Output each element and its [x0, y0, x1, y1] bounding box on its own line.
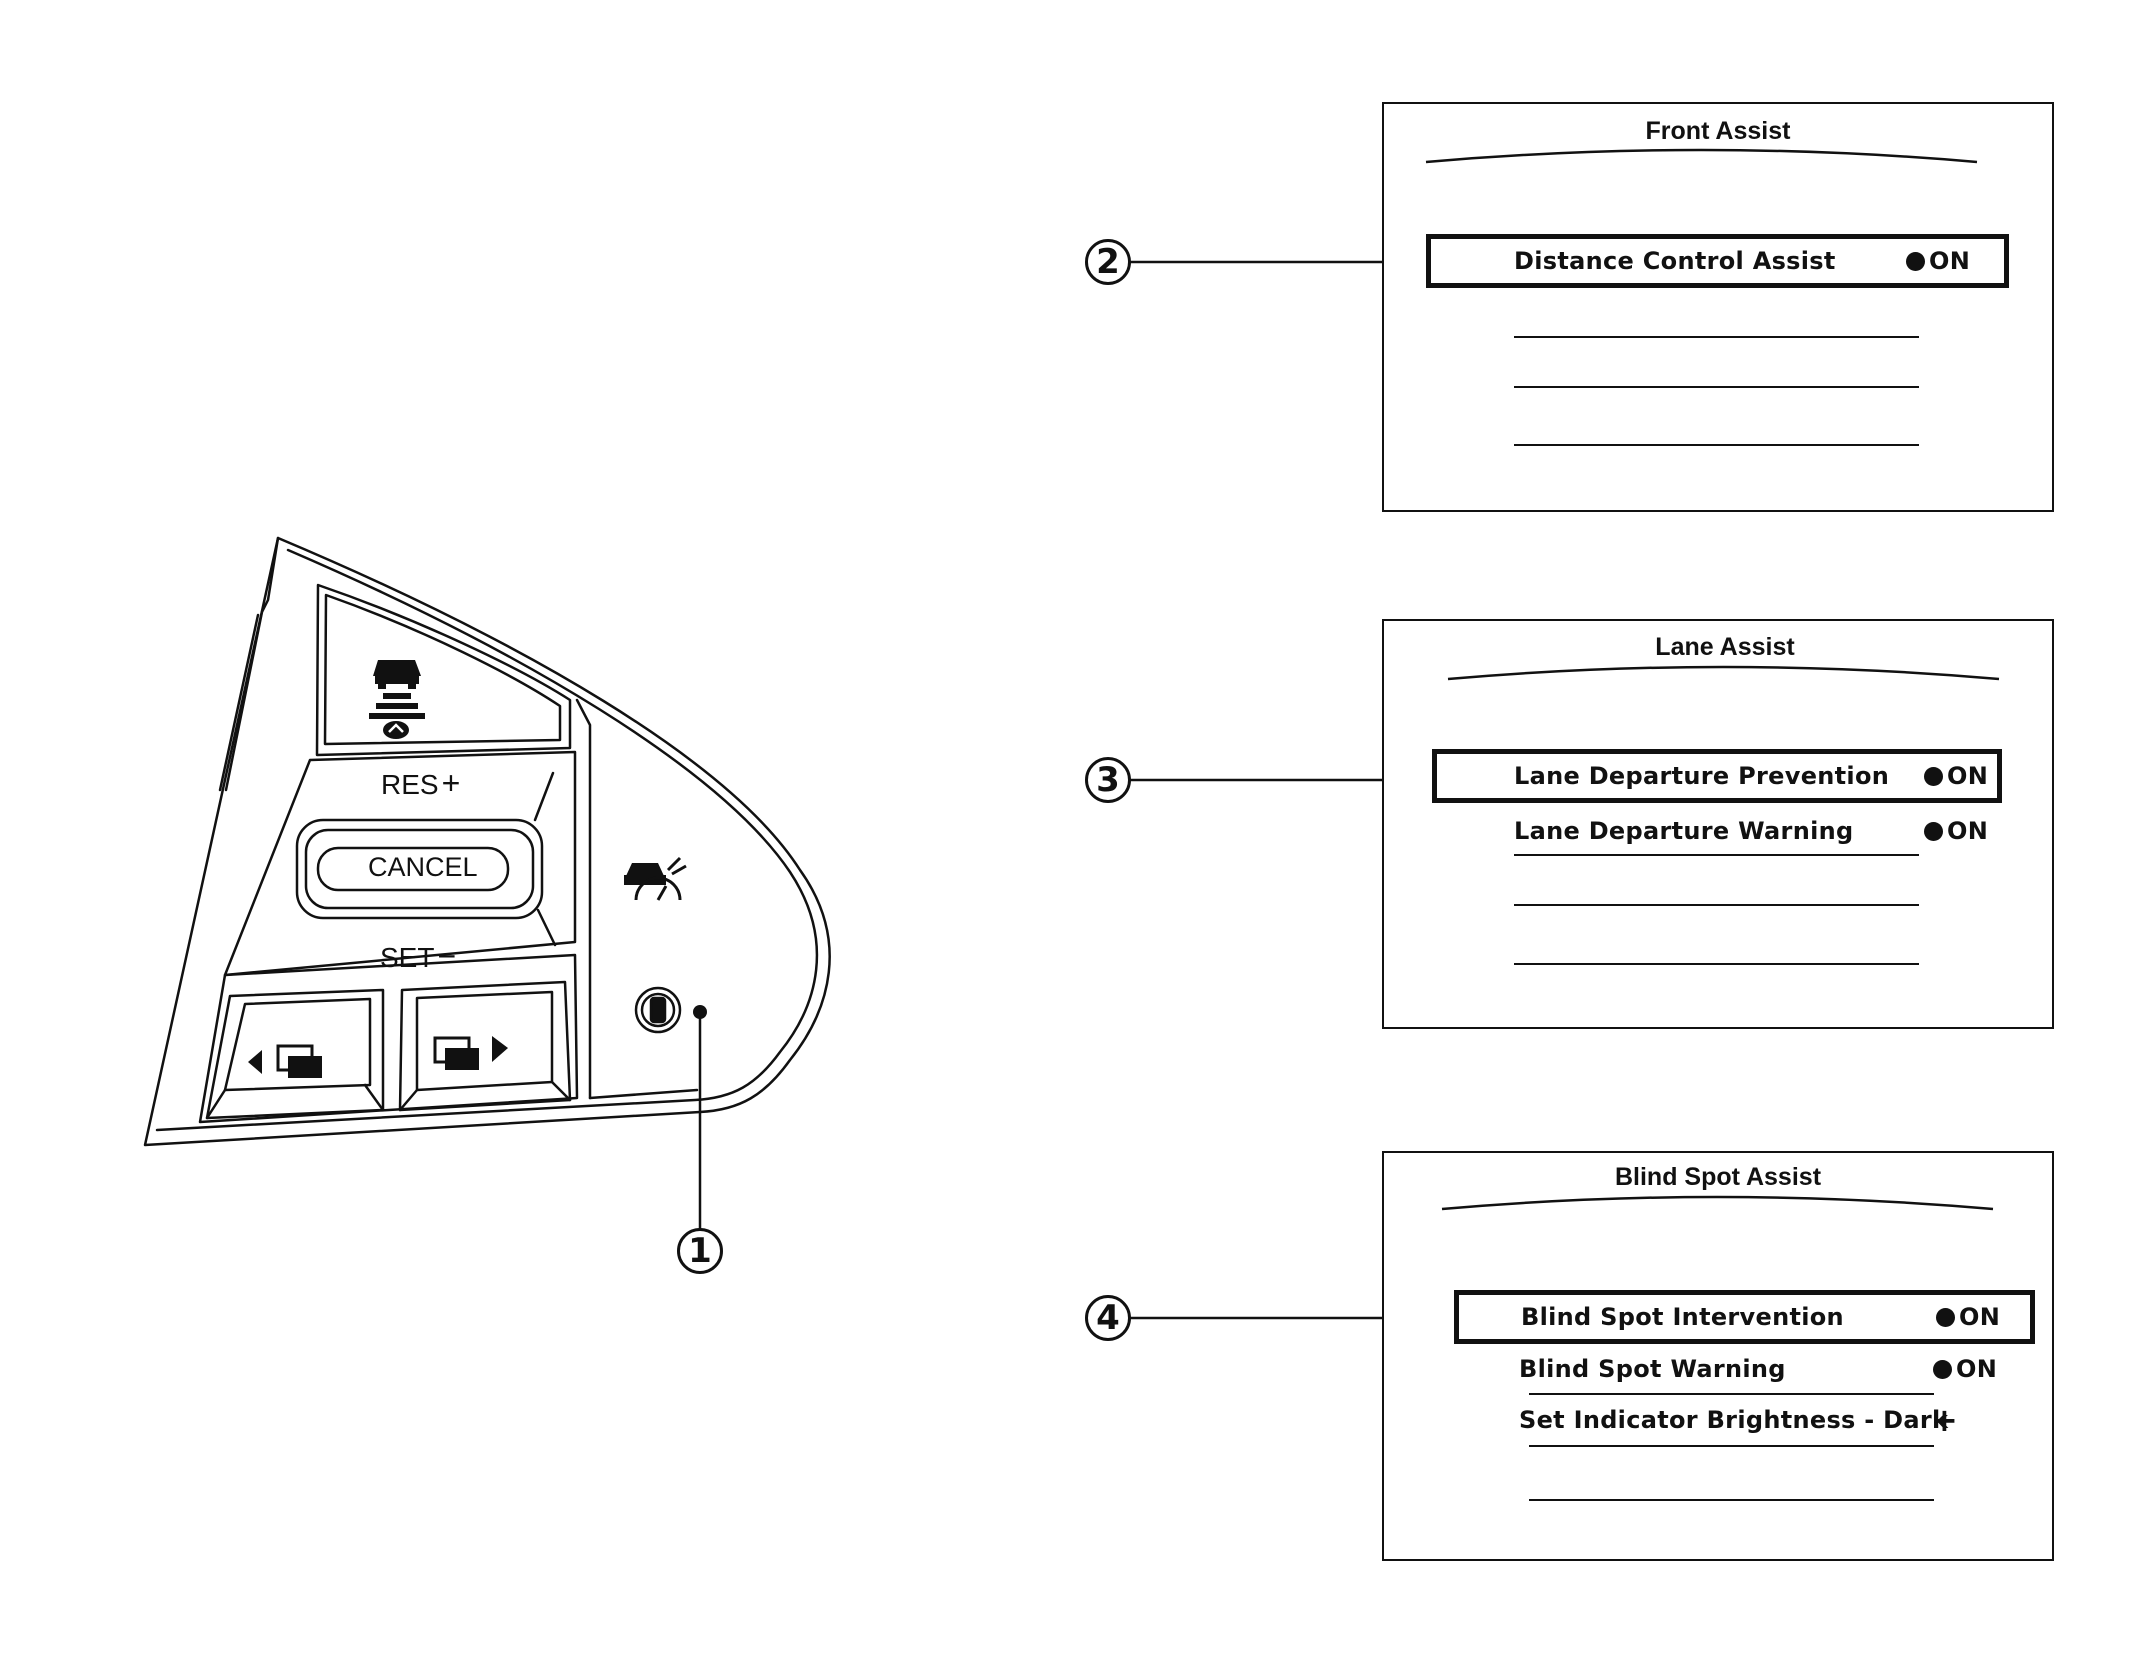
- row-status-text: ON: [1959, 1303, 2001, 1331]
- panel-title: Front Assist: [1645, 117, 1791, 145]
- on-indicator-icon: [1924, 766, 1943, 786]
- brightness-plus-icon: +: [1931, 1401, 1959, 1439]
- callout-4: 4: [1085, 1295, 1131, 1341]
- steering-assist-icon: [634, 986, 682, 1034]
- cancel-button[interactable]: CANCEL: [368, 852, 478, 882]
- row-status: ON: [1933, 1355, 1997, 1383]
- blind-spot-assist-panel: Blind Spot Assist Blind Spot Interventio…: [1382, 1151, 2054, 1561]
- row-underline: [1529, 1393, 1934, 1395]
- res-plus-symbol: +: [441, 765, 461, 801]
- row-status-text: ON: [1929, 247, 1971, 275]
- menu-row-set-indicator-brightness[interactable]: Set Indicator Brightness - Dark +: [1519, 1393, 2019, 1447]
- panel-title-arc: [1425, 148, 1978, 164]
- row-status-text: ON: [1956, 1355, 1998, 1383]
- cancel-button-frame: [295, 818, 544, 920]
- distance-control-icon: [369, 660, 425, 739]
- display-left-icon: [248, 1044, 322, 1078]
- display-right-button: [398, 980, 572, 1112]
- empty-row-line: [1514, 386, 1919, 388]
- callout-1: 1: [677, 1228, 723, 1274]
- lane-assist-panel: Lane Assist Lane Departure Prevention ON…: [1382, 619, 2054, 1029]
- row-status: ON: [1924, 817, 1988, 845]
- res-label: RES: [381, 769, 439, 800]
- callout-3: 3: [1085, 757, 1131, 803]
- empty-row-line: [1514, 444, 1919, 446]
- panel-title-arc: [1441, 1195, 1994, 1211]
- row-underline: [1514, 854, 1919, 856]
- panel-title: Lane Assist: [1655, 633, 1795, 661]
- empty-row-line: [1529, 1499, 1934, 1501]
- row-label: Distance Control Assist: [1514, 247, 1836, 275]
- row-underline: [1529, 1445, 1934, 1447]
- set-label: SET: [380, 942, 435, 973]
- row-status: ON: [1936, 1303, 2000, 1331]
- on-indicator-icon: [1924, 821, 1943, 841]
- empty-row-line: [1514, 904, 1919, 906]
- distance-control-button: [315, 583, 572, 757]
- on-indicator-icon: [1936, 1307, 1955, 1327]
- row-label: Lane Departure Warning: [1514, 817, 1854, 845]
- menu-row-blind-spot-intervention[interactable]: Blind Spot Intervention ON: [1454, 1290, 2035, 1344]
- row-status: ON: [1924, 762, 1988, 790]
- menu-row-blind-spot-warning[interactable]: Blind Spot Warning ON: [1519, 1342, 2019, 1396]
- res-plus-label: RES+: [381, 765, 460, 802]
- display-right-icon: [433, 1036, 508, 1070]
- row-label: Set Indicator Brightness - Dark: [1519, 1406, 1949, 1434]
- row-status-text: ON: [1947, 817, 1989, 845]
- row-label: Blind Spot Intervention: [1521, 1303, 1844, 1331]
- row-label: Blind Spot Warning: [1519, 1355, 1786, 1383]
- row-status: ON: [1906, 247, 1970, 275]
- menu-row-distance-control-assist[interactable]: Distance Control Assist ON: [1426, 234, 2009, 288]
- switch-housing-outline: [143, 536, 831, 1147]
- menu-row-lane-departure-prevention[interactable]: Lane Departure Prevention ON: [1432, 749, 2002, 803]
- row-status-text: ON: [1947, 762, 1989, 790]
- driver-assist-icon: [624, 856, 687, 901]
- set-minus-label: SET−: [380, 938, 456, 975]
- panel-title-arc: [1447, 665, 2000, 681]
- panel-title: Blind Spot Assist: [1614, 1163, 1822, 1191]
- empty-row-line: [1514, 336, 1919, 338]
- row-label: Lane Departure Prevention: [1514, 762, 1890, 790]
- menu-row-lane-departure-warning[interactable]: Lane Departure Warning ON: [1514, 804, 2014, 858]
- callout-2: 2: [1085, 239, 1131, 285]
- on-indicator-icon: [1933, 1359, 1952, 1379]
- on-indicator-icon: [1906, 251, 1925, 271]
- empty-row-line: [1514, 963, 1919, 965]
- front-assist-panel: Front Assist Distance Control Assist ON: [1382, 102, 2054, 512]
- set-minus-symbol: −: [437, 938, 457, 974]
